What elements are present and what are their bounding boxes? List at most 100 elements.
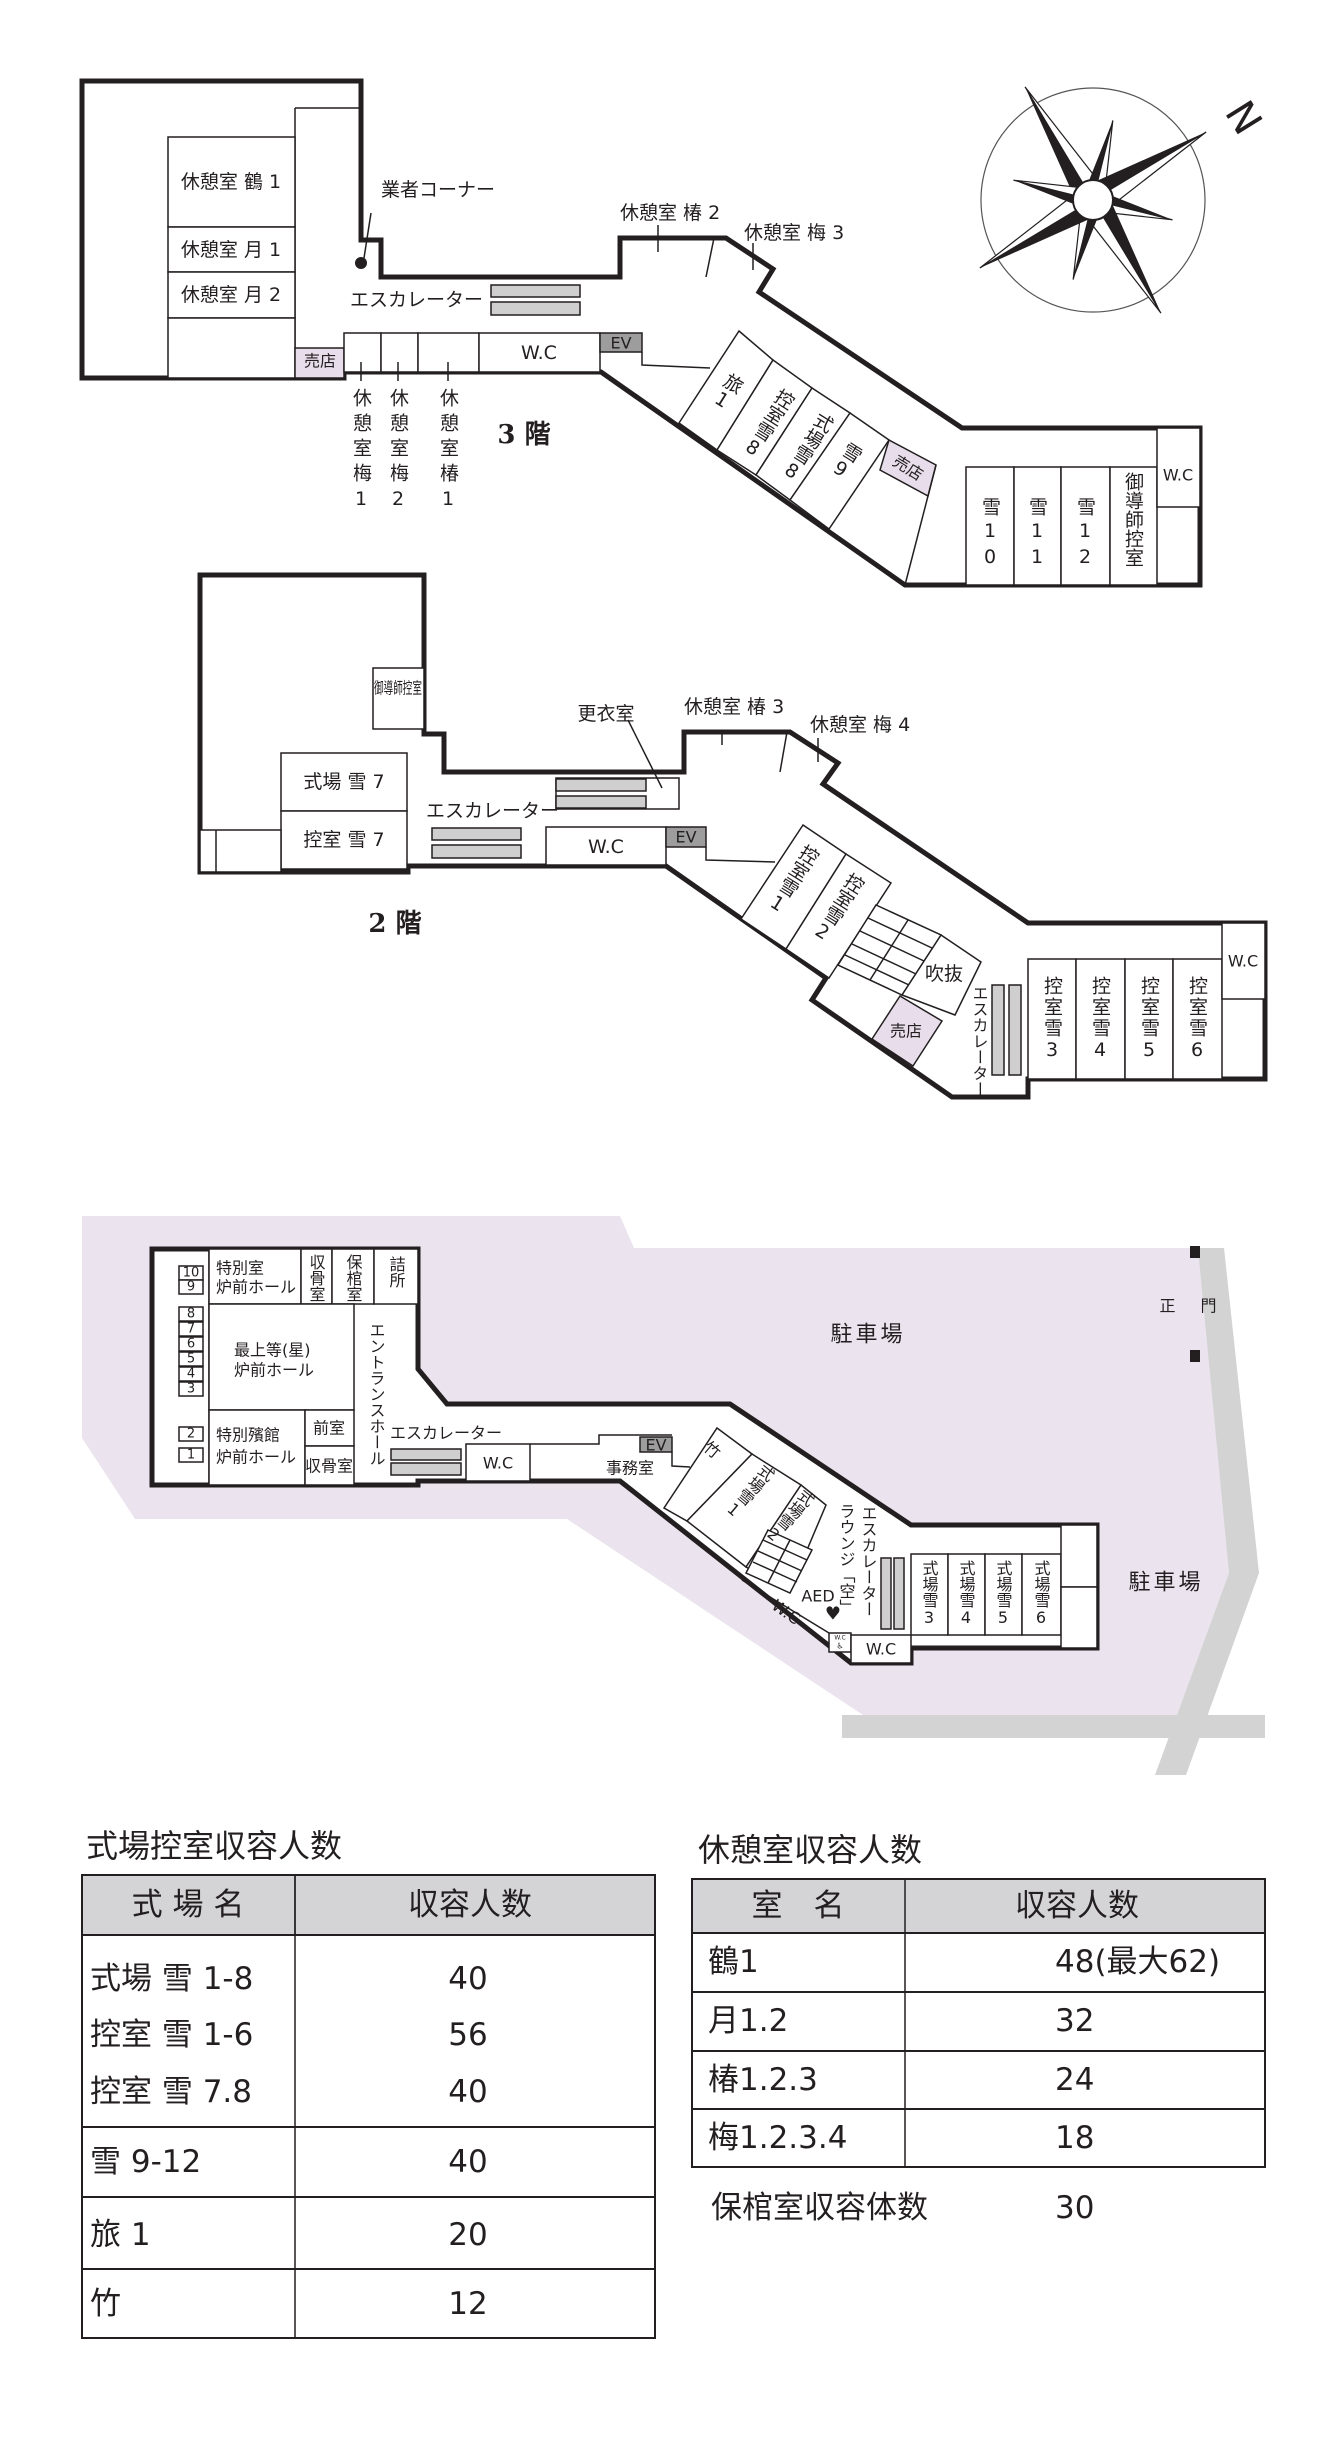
label-office: 事務室 — [606, 1459, 654, 1478]
label-yuki12: 雪12 — [1074, 497, 1096, 572]
label-top-class: 最上等(星) — [234, 1341, 311, 1360]
room-special-mausoleum[interactable] — [208, 1409, 306, 1486]
ceremony-row-capacity: 40 — [448, 2144, 487, 2180]
room-anteroom[interactable] — [304, 1409, 355, 1447]
furnace-number-box — [178, 1306, 204, 1322]
wc-2f[interactable] — [545, 826, 667, 866]
room-hikae6[interactable] — [1172, 958, 1223, 1080]
room-tsuru1[interactable] — [167, 136, 296, 228]
furnace-number: 6 — [187, 1337, 195, 1352]
label-furnace-hall: 炉前ホール — [216, 1278, 296, 1297]
room-bone-2[interactable] — [304, 1445, 355, 1486]
room-tsuki2[interactable] — [167, 271, 296, 319]
room-shikijo6[interactable] — [1021, 1553, 1062, 1636]
room-guard[interactable] — [373, 1248, 419, 1305]
furnace-number: 2 — [187, 1427, 195, 1442]
furnace-number-box — [178, 1279, 204, 1295]
ceremony-row-name: 旅 1 — [90, 2217, 151, 2253]
label-shikijo3: 式場雪3 — [920, 1560, 939, 1627]
elevator-2f[interactable] — [665, 826, 707, 848]
label-anteroom: 前室 — [313, 1419, 345, 1438]
rest-row-capacity: 24 — [1055, 2062, 1094, 2098]
furnace-number-box — [178, 1321, 204, 1337]
escalator-2f-d — [431, 844, 522, 859]
label-ev-2f: EV — [675, 828, 696, 847]
room-hikae3[interactable] — [1027, 958, 1077, 1080]
elevator-3f[interactable] — [599, 332, 643, 353]
room-1f-right-a — [1060, 1524, 1098, 1588]
room-hikae2[interactable] — [784, 852, 893, 980]
label-escalator-1f-right: エスカレーター — [859, 1505, 878, 1617]
elevator-1f[interactable] — [639, 1436, 673, 1453]
room-shikijo7[interactable] — [280, 752, 408, 812]
escalator-1f-c — [880, 1557, 892, 1630]
room-yuki10[interactable] — [965, 466, 1015, 586]
aed-heart-icon: ♥ — [825, 1604, 841, 1625]
shop-2f[interactable] — [870, 994, 944, 1068]
label-escalator-2f: エスカレーター — [426, 800, 559, 822]
room-doshi-3f[interactable] — [1109, 466, 1158, 586]
room-special[interactable] — [208, 1248, 302, 1305]
room-top-class[interactable] — [208, 1303, 355, 1411]
label-ume4: 休憩室 梅 4 — [810, 714, 910, 736]
label-hikae3: 控室雪3 — [1041, 976, 1063, 1063]
ceremony-row-capacity: 56 — [448, 2017, 487, 2053]
label-ume1: 休憩室梅1 — [350, 388, 372, 516]
ceremony-row-capacity: 20 — [448, 2217, 487, 2253]
label-doshi-2f: 御導師控室 — [374, 679, 422, 698]
wc-1f-bottom[interactable] — [850, 1634, 912, 1664]
label-ev-3f: EV — [610, 334, 631, 353]
furnace-number: 1 — [187, 1448, 195, 1463]
vendor-corner-marker — [355, 257, 367, 269]
label-wc-1f: W.C — [483, 1454, 513, 1473]
wc-1f[interactable] — [465, 1443, 531, 1482]
escalator-1f-b — [390, 1462, 462, 1476]
label-special-mausoleum: 特別殯館 — [216, 1426, 280, 1445]
label-atrium: 吹抜 — [925, 963, 963, 985]
wc-2f-right[interactable] — [1221, 922, 1266, 1000]
room-hikae4[interactable] — [1075, 958, 1126, 1080]
gate-post-2 — [1190, 1350, 1200, 1362]
ceremony-table-title: 式場控室収容人数 — [86, 1827, 342, 1865]
ceremony-row-name: 控室 雪 1-6 — [90, 2017, 253, 2053]
escalator-2f-c — [431, 827, 522, 841]
furnace-number: 10 — [183, 1266, 200, 1281]
label-guard: 詰所 — [387, 1256, 406, 1288]
escalator-3f-b — [490, 301, 581, 316]
label-shikijo5: 式場雪5 — [994, 1560, 1013, 1627]
rest-header-capacity: 収容人数 — [1015, 1888, 1139, 1924]
label-hikae7: 控室 雪 7 — [303, 829, 384, 851]
label-main-gate: 正 門 — [1159, 1297, 1226, 1316]
room-tsuki1[interactable] — [167, 226, 296, 273]
shop-3f-left[interactable] — [294, 347, 345, 379]
rest-row-name: 鶴1 — [708, 1944, 759, 1980]
room-shikijo3[interactable] — [910, 1553, 949, 1636]
room-shikijo4[interactable] — [947, 1553, 986, 1636]
room-yuki11[interactable] — [1013, 466, 1062, 586]
coffin-capacity-label: 保棺室収容体数 — [711, 2190, 928, 2226]
label-wc-3f: W.C — [521, 342, 557, 364]
room-doshi-2f[interactable] — [372, 667, 425, 730]
room-ume1[interactable] — [343, 332, 382, 373]
room-bone[interactable] — [300, 1248, 333, 1305]
wheelchair-icon: ♿ — [836, 1642, 843, 1651]
label-vendor-corner: 業者コーナー — [381, 179, 495, 201]
room-ume2[interactable] — [380, 332, 419, 373]
label-shikijo4: 式場雪4 — [957, 1560, 976, 1627]
label-tsuru1: 休憩室 鶴 1 — [181, 171, 281, 193]
escalator-3f-a — [490, 284, 581, 298]
room-hikae7[interactable] — [280, 810, 408, 870]
compass-rose: N — [979, 86, 1270, 314]
label-wc-2f-right: W.C — [1228, 952, 1258, 971]
label-hikae5: 控室雪5 — [1138, 976, 1160, 1063]
label-shop-left: 売店 — [304, 352, 336, 371]
compass-center — [1072, 179, 1114, 221]
room-coffin[interactable] — [331, 1248, 375, 1305]
label-parking-2: 駐車場 — [1128, 1571, 1203, 1596]
wc-3f-right[interactable] — [1156, 427, 1201, 508]
room-yuki9[interactable] — [788, 411, 891, 531]
furnace-number: 3 — [187, 1382, 195, 1397]
